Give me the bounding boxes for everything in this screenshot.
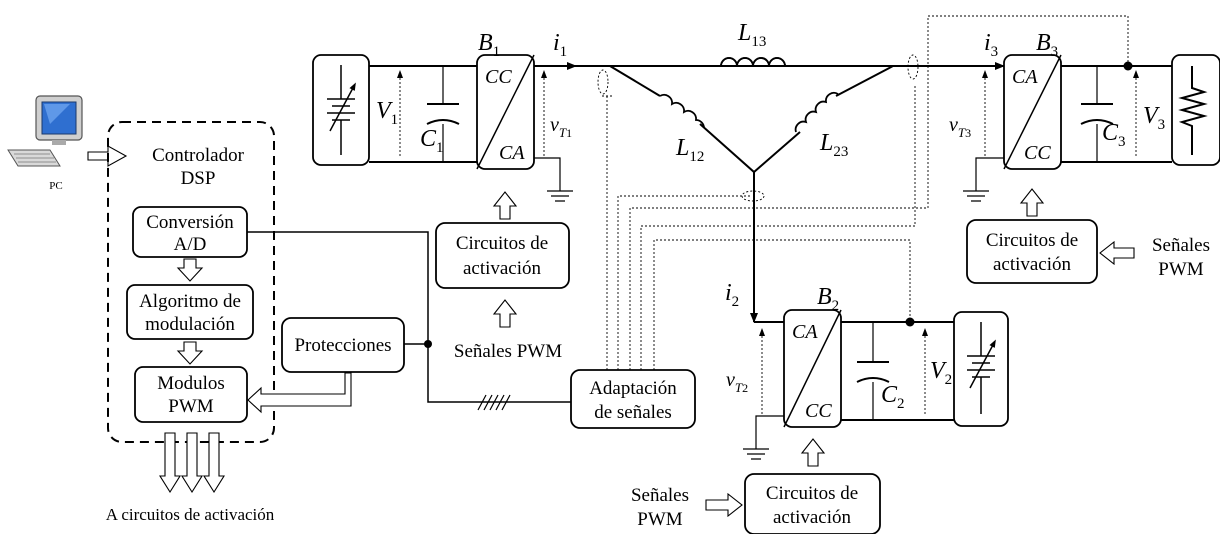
act3-line2: activación xyxy=(993,254,1072,275)
ground-b2 xyxy=(743,415,784,460)
dc-bus-2 xyxy=(841,321,954,421)
adaptacion-line2: de señales xyxy=(594,402,672,423)
b1-label: B1 xyxy=(478,30,500,60)
conversion-ad-line2: A/D xyxy=(174,234,207,255)
v2-label: V2 xyxy=(930,358,952,388)
pwm-modules-block[interactable] xyxy=(134,366,248,423)
pc-icon[interactable]: PC xyxy=(7,95,83,192)
act1-line1: Circuitos de xyxy=(456,233,548,254)
modulation-algorithm-block[interactable] xyxy=(126,284,254,340)
pwm2-line2: PWM xyxy=(637,509,683,530)
vt3-label: vT3 xyxy=(949,114,971,140)
adaptacion-block[interactable] xyxy=(570,369,696,429)
bus-hatch xyxy=(477,394,511,411)
measurement-dotted-lines xyxy=(597,15,1129,370)
b1-bottom-label: CA xyxy=(499,142,525,164)
algorithm-line1: Algoritmo de xyxy=(139,291,241,312)
pwm3-line2: PWM xyxy=(1158,259,1204,280)
adaptacion-line1: Adaptación xyxy=(589,378,677,399)
act1-line2: activación xyxy=(463,258,542,279)
b2-top-label: CA xyxy=(792,321,818,343)
b3-junction xyxy=(1123,61,1133,71)
c3-plate-bottom xyxy=(1080,119,1114,125)
vt2-label: vT2 xyxy=(726,369,748,395)
act2-line2: activación xyxy=(773,507,852,528)
pwm2-line1: Señales xyxy=(631,485,689,506)
controller-title-line1: Controlador xyxy=(152,145,244,166)
pwm2-arrow xyxy=(705,492,743,518)
b1-top-label: CC xyxy=(485,66,512,88)
act2-line1: Circuitos de xyxy=(766,483,858,504)
l23-coil xyxy=(794,91,839,133)
v1-label: V1 xyxy=(376,98,398,128)
c2-plate-bottom xyxy=(856,377,890,383)
protecciones-block[interactable] xyxy=(281,317,405,373)
b3-top-label: CA xyxy=(1012,66,1038,88)
algo-to-pwm-arrow xyxy=(176,341,204,365)
vt1-label: vT1 xyxy=(550,114,572,140)
act1-up-arrow xyxy=(492,191,518,220)
ground-b3 xyxy=(963,157,1004,202)
l13-label: L13 xyxy=(737,20,766,50)
pwm3-line1: Señales xyxy=(1152,235,1210,256)
l12-label: L12 xyxy=(675,135,704,165)
inductor-network-wires xyxy=(609,65,894,174)
variable-dc-source-2-icon xyxy=(967,322,996,414)
variable-dc-source-1-icon xyxy=(327,65,356,155)
c1-label: C1 xyxy=(420,126,444,156)
ground-b1 xyxy=(534,157,573,202)
act2-up-arrow xyxy=(800,438,826,467)
b2-diagonal xyxy=(783,309,842,428)
act3-up-arrow xyxy=(1019,188,1045,217)
c2-label: C2 xyxy=(881,382,905,412)
controller-output-label: A circuitos de activación xyxy=(106,505,275,524)
load-3[interactable] xyxy=(1171,54,1220,166)
pwm3-arrow xyxy=(1099,240,1135,266)
conversion-ad-line1: Conversión xyxy=(146,212,234,233)
bus-junction xyxy=(424,340,432,348)
i2-label: i2 xyxy=(725,280,739,310)
b3-label: B3 xyxy=(1036,30,1058,60)
i1-label: i1 xyxy=(553,30,567,60)
resistor-icon xyxy=(1178,66,1208,155)
measurement-bus xyxy=(247,231,571,403)
protecciones-to-pwm-arrow xyxy=(247,372,352,414)
b2-junction xyxy=(905,317,915,327)
c1-plate-bottom xyxy=(426,119,460,125)
activation-circuit-3[interactable] xyxy=(966,219,1098,284)
ac-bus-3 xyxy=(1061,65,1172,163)
pwm-modules-line1: Modulos xyxy=(157,373,225,394)
controller-output-arrows xyxy=(159,432,225,494)
i3-label: i3 xyxy=(984,30,998,60)
b2-bottom-label: CC xyxy=(805,400,832,422)
l23-label: L23 xyxy=(819,130,848,160)
b3-diagonal xyxy=(1003,54,1062,170)
b2-label: B2 xyxy=(817,284,839,314)
pc-label: PC xyxy=(49,180,62,192)
algorithm-line2: modulación xyxy=(145,314,235,335)
activation-circuit-2[interactable] xyxy=(744,473,881,534)
l13-coil xyxy=(720,57,786,67)
l12-coil xyxy=(659,93,705,129)
c3-label: C3 xyxy=(1102,120,1126,150)
act3-line1: Circuitos de xyxy=(986,230,1078,251)
ad-to-algo-arrow xyxy=(176,258,204,282)
dc-bus-1 xyxy=(369,65,489,163)
b3-bottom-label: CC xyxy=(1024,142,1051,164)
pwm-modules-line2: PWM xyxy=(168,396,214,417)
activation-circuit-1[interactable] xyxy=(435,222,570,289)
pwm1-label: Señales PWM xyxy=(454,341,562,362)
pwm1-arrow xyxy=(492,299,518,328)
b1-diagonal xyxy=(476,54,535,170)
v3-label: V3 xyxy=(1143,103,1165,133)
controller-title-line2: DSP xyxy=(181,168,216,189)
protecciones-label: Protecciones xyxy=(294,335,391,356)
